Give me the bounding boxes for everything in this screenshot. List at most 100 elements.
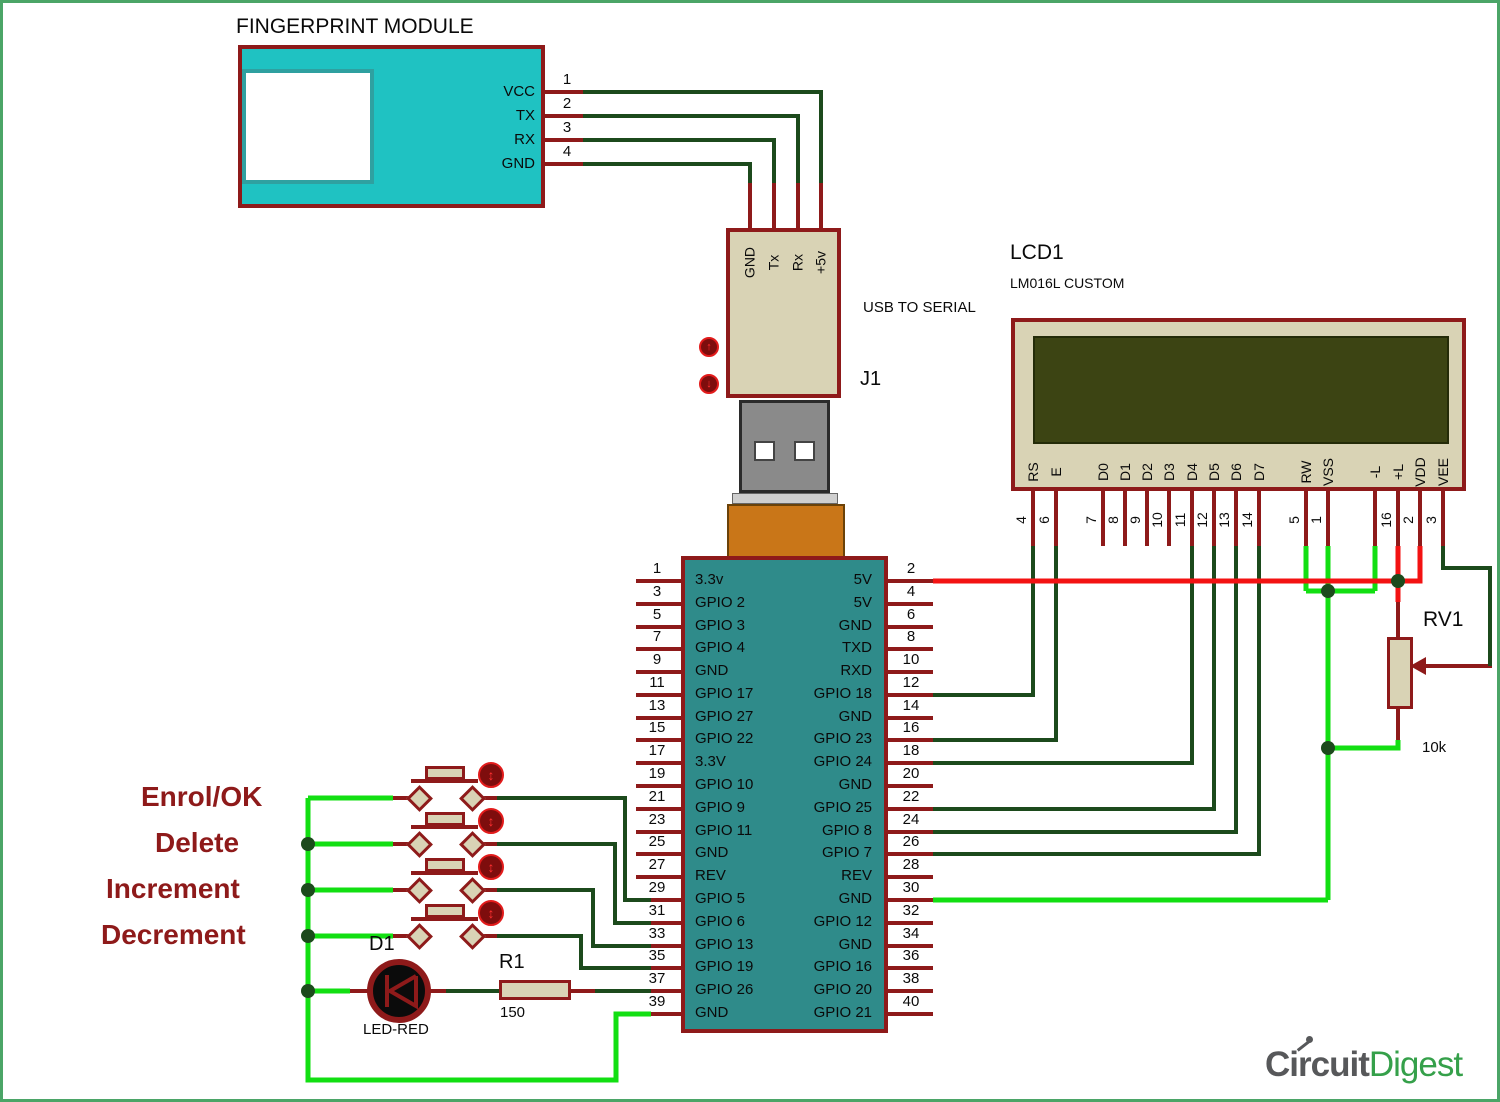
usb-plug bbox=[739, 400, 830, 493]
gpio-pin-number: 34 bbox=[902, 925, 920, 942]
gpio-pin-number: 28 bbox=[902, 856, 920, 873]
gpio-pin-label: REV bbox=[695, 867, 726, 884]
gpio-pin-number: 26 bbox=[902, 833, 920, 850]
j1-pin-label-gnd: GND bbox=[741, 246, 758, 279]
resistor-value: 150 bbox=[500, 1004, 526, 1021]
led-ref: D1 bbox=[369, 933, 395, 955]
lcd-pin-number: 4 bbox=[1013, 516, 1029, 524]
gpio-pin-label: GPIO 8 bbox=[821, 822, 872, 839]
gpio-pin-number: 33 bbox=[648, 925, 666, 942]
logo-text-digest: Digest bbox=[1368, 1045, 1463, 1084]
potentiometer-ref: RV1 bbox=[1423, 608, 1464, 631]
lcd-pin-label: -L bbox=[1367, 465, 1383, 479]
gpio-pin-number: 1 bbox=[652, 560, 662, 577]
gpio-pin-label: GPIO 26 bbox=[695, 981, 754, 998]
gpio-pin-label: GPIO 17 bbox=[695, 685, 754, 702]
gpio-pin-label: GPIO 18 bbox=[813, 685, 872, 702]
gpio-pin-number: 11 bbox=[649, 674, 665, 691]
gpio-pin-label: GND bbox=[695, 662, 729, 679]
gpio-pin-number: 38 bbox=[902, 970, 920, 987]
gpio-pin-number: 25 bbox=[648, 833, 666, 850]
button-base bbox=[411, 825, 478, 829]
gpio-pin-number: 5 bbox=[652, 606, 662, 623]
gpio-pin-label: GPIO 24 bbox=[813, 753, 872, 770]
lcd-pin-label: VDD bbox=[1412, 457, 1428, 487]
gpio-pin-label: GPIO 10 bbox=[695, 776, 754, 793]
signal-wires bbox=[446, 90, 1492, 993]
gpio-pin-number: 19 bbox=[648, 765, 666, 782]
fp-pin-number: 4 bbox=[562, 143, 572, 160]
gpio-pin-number: 7 bbox=[652, 628, 662, 645]
lcd-screen bbox=[1033, 336, 1449, 444]
lcd-pin-label: D0 bbox=[1095, 463, 1111, 481]
usb-serial-ref: J1 bbox=[860, 368, 882, 390]
gpio-pin-label: 3.3v bbox=[695, 571, 724, 588]
logo-pin-dot-icon bbox=[1306, 1036, 1313, 1043]
fp-pin-label-vcc: VCC bbox=[503, 83, 535, 100]
lcd-pin-number: 2 bbox=[1400, 516, 1416, 524]
lcd-pin-number: 6 bbox=[1036, 516, 1052, 524]
junction-dots bbox=[301, 574, 1405, 998]
gpio-pin-label: RXD bbox=[840, 662, 872, 679]
gpio-pin-number: 17 bbox=[648, 742, 666, 759]
gpio-pin-label: GPIO 11 bbox=[695, 822, 753, 839]
lcd-pin-number: 3 bbox=[1423, 516, 1439, 524]
gpio-pin-label: GND bbox=[838, 936, 872, 953]
potentiometer-body[interactable] bbox=[1387, 637, 1413, 709]
lcd-part: LM016L CUSTOM bbox=[1010, 275, 1125, 291]
lcd-pin-label: D3 bbox=[1161, 463, 1177, 481]
fingerprint-module-title: FINGERPRINT MODULE bbox=[236, 15, 474, 38]
gpio-pin-number: 14 bbox=[902, 697, 920, 714]
usb-plug-contact bbox=[754, 441, 775, 461]
fp-pin-number: 1 bbox=[562, 71, 572, 88]
usb-serial-caption: USB TO SERIAL bbox=[863, 299, 976, 316]
lcd-pin-number: 13 bbox=[1216, 512, 1232, 528]
lcd-pin-label: D6 bbox=[1228, 463, 1244, 481]
gpio-pin-number: 35 bbox=[648, 947, 666, 964]
gpio-pin-number: 20 bbox=[902, 765, 920, 782]
button-cap bbox=[425, 904, 465, 918]
j1-down-arrow-icon[interactable]: ↓ bbox=[699, 374, 719, 394]
button-label-enrol: Enrol/OK bbox=[141, 781, 263, 812]
button-actuator-icon[interactable]: ↕ bbox=[478, 854, 504, 880]
lcd-pin-label: VSS bbox=[1320, 458, 1336, 487]
button-base bbox=[411, 779, 478, 783]
gpio-pin-number: 24 bbox=[902, 811, 920, 828]
gpio-pin-number: 15 bbox=[648, 719, 666, 736]
potentiometer-value: 10k bbox=[1422, 739, 1447, 756]
button-base bbox=[411, 871, 478, 875]
gpio-pin-number: 29 bbox=[648, 879, 666, 896]
j1-up-arrow-icon[interactable]: ↑ bbox=[699, 337, 719, 357]
fp-pin-label-rx: RX bbox=[514, 131, 535, 148]
gpio-pin-number: 32 bbox=[902, 902, 920, 919]
lcd-pin-label: VEE bbox=[1435, 458, 1451, 487]
resistor-body bbox=[499, 980, 571, 1000]
gpio-pin-label: 5V bbox=[853, 571, 872, 588]
gpio-pin-number: 23 bbox=[648, 811, 666, 828]
power-5v-wires bbox=[933, 546, 1423, 602]
wiring-layer bbox=[301, 90, 1492, 1083]
j1-pin-label-tx: Tx bbox=[765, 254, 782, 271]
usb-socket-lip bbox=[732, 493, 838, 504]
button-actuator-icon[interactable]: ↕ bbox=[478, 762, 504, 788]
lcd-pin-label: D7 bbox=[1251, 463, 1267, 481]
button-actuator-icon[interactable]: ↕ bbox=[478, 808, 504, 834]
lcd-pin-label: D2 bbox=[1139, 463, 1155, 481]
gpio-pin-number: 27 bbox=[648, 856, 666, 873]
gpio-pin-label: GPIO 6 bbox=[695, 913, 746, 930]
lcd-pin-number: 9 bbox=[1127, 516, 1143, 524]
lcd-pin-number: 8 bbox=[1105, 516, 1121, 524]
gpio-pin-label: GPIO 4 bbox=[695, 639, 746, 656]
button-actuator-icon[interactable]: ↕ bbox=[478, 900, 504, 926]
gpio-pin-label: TXD bbox=[842, 639, 872, 656]
lcd-pin-number: 7 bbox=[1083, 516, 1099, 524]
fp-pin-label-gnd: GND bbox=[501, 155, 535, 172]
gpio-pin-number: 9 bbox=[652, 651, 662, 668]
gpio-pin-label: GND bbox=[838, 708, 872, 725]
gpio-pin-number: 21 bbox=[648, 788, 666, 805]
gpio-pin-label: GPIO 5 bbox=[695, 890, 746, 907]
gpio-pin-number: 6 bbox=[906, 606, 916, 623]
button-cap bbox=[425, 812, 465, 826]
fingerprint-sensor-window bbox=[242, 69, 374, 184]
